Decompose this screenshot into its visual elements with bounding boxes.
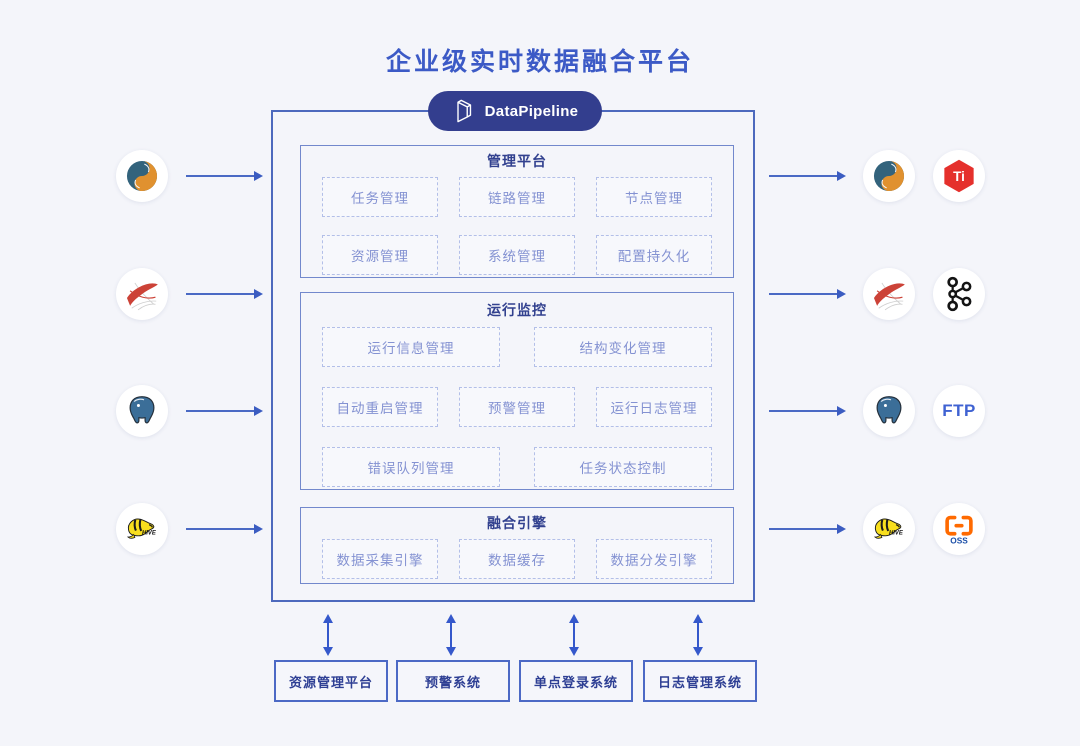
- module-box: 系统管理: [459, 235, 575, 275]
- section-title: 管理平台: [487, 153, 547, 169]
- target-postgresql: [863, 385, 915, 437]
- hive-label: HIVE: [889, 531, 904, 537]
- module-box: 结构变化管理: [534, 327, 712, 367]
- postgresql-icon: [876, 396, 902, 424]
- module-box: 预警管理: [459, 387, 575, 427]
- source-mysql: [116, 150, 168, 202]
- module-box: 运行日志管理: [596, 387, 712, 427]
- external-link-arrow: [445, 614, 456, 656]
- external-system-box: 单点登录系统: [519, 660, 633, 702]
- module-label: 任务状态控制: [579, 461, 667, 476]
- page-title: 企业级实时数据融合平台: [385, 48, 694, 76]
- target-arrow: [769, 405, 846, 416]
- target-hive: HIVE: [863, 503, 915, 555]
- external-link-arrow: [568, 614, 579, 656]
- postgresql-icon: [129, 396, 155, 424]
- external-system-box: 日志管理系统: [643, 660, 757, 702]
- source-arrow: [186, 523, 263, 534]
- target-mysql: [863, 150, 915, 202]
- external-link-arrow: [322, 614, 333, 656]
- module-box: 运行信息管理: [322, 327, 500, 367]
- target-kafka: [933, 268, 985, 320]
- section-management: 管理平台 任务管理 链路管理 节点管理 资源管理 系统管理 配置持久化: [300, 145, 734, 278]
- module-label: 资源管理: [351, 249, 409, 264]
- module-box: 错误队列管理: [322, 447, 500, 487]
- module-label: 节点管理: [625, 191, 683, 206]
- module-box: 任务状态控制: [534, 447, 712, 487]
- hive-label: HIVE: [142, 531, 157, 537]
- ftp-icon: FTP: [942, 401, 976, 420]
- target-tidb: Ti: [933, 150, 985, 202]
- module-box: 数据采集引擎: [322, 539, 438, 579]
- external-system-box: 预警系统: [396, 660, 510, 702]
- oss-icon: OSS: [945, 515, 973, 546]
- hive-icon: HIVE: [873, 517, 904, 540]
- module-label: 配置持久化: [617, 249, 691, 264]
- oss-label: OSS: [950, 536, 968, 546]
- external-system-label: 预警系统: [424, 674, 481, 690]
- hive-icon: HIVE: [126, 517, 157, 540]
- module-label: 数据分发引擎: [610, 553, 698, 568]
- tidb-icon: Ti: [944, 159, 974, 193]
- section-engine: 融合引擎 数据采集引擎 数据缓存 数据分发引擎: [300, 507, 734, 584]
- external-system-label: 资源管理平台: [288, 674, 373, 690]
- external-system-box: 资源管理平台: [274, 660, 388, 702]
- kafka-icon: [947, 276, 972, 312]
- section-title: 融合引擎: [487, 515, 547, 531]
- external-link-arrow: [692, 614, 703, 656]
- source-arrow: [186, 288, 263, 299]
- mysql-icon: [126, 160, 158, 192]
- datapipeline-logo-icon: [456, 99, 471, 123]
- brand-name: DataPipeline: [484, 102, 579, 120]
- module-label: 链路管理: [488, 191, 546, 206]
- target-arrow: [769, 288, 846, 299]
- module-label: 任务管理: [351, 191, 409, 206]
- module-box: 节点管理: [596, 177, 712, 217]
- section-title: 运行监控: [487, 302, 547, 318]
- target-sqlserver: [863, 268, 915, 320]
- module-box: 数据缓存: [459, 539, 575, 579]
- sqlserver-icon: [873, 282, 906, 311]
- target-arrow: [769, 170, 846, 181]
- module-label: 预警管理: [488, 401, 546, 416]
- module-box: 配置持久化: [596, 235, 712, 275]
- target-oss: OSS: [933, 503, 985, 555]
- source-sqlserver: [116, 268, 168, 320]
- module-label: 数据采集引擎: [336, 553, 424, 568]
- module-label: 数据缓存: [488, 553, 546, 568]
- module-label: 运行信息管理: [367, 341, 455, 356]
- module-box: 链路管理: [459, 177, 575, 217]
- module-label: 自动重启管理: [336, 401, 424, 416]
- module-label: 系统管理: [488, 249, 546, 264]
- source-hive: HIVE: [116, 503, 168, 555]
- module-box: 任务管理: [322, 177, 438, 217]
- module-label: 错误队列管理: [367, 461, 455, 476]
- source-arrow: [186, 170, 263, 181]
- brand-badge: DataPipeline: [428, 91, 602, 131]
- external-system-label: 单点登录系统: [533, 674, 618, 690]
- external-system-label: 日志管理系统: [657, 674, 742, 690]
- target-ftp: FTP: [933, 385, 985, 437]
- tidb-label: Ti: [953, 169, 965, 184]
- sqlserver-icon: [126, 282, 159, 311]
- module-label: 结构变化管理: [579, 341, 667, 356]
- target-arrow: [769, 523, 846, 534]
- module-label: 运行日志管理: [610, 401, 698, 416]
- module-box: 自动重启管理: [322, 387, 438, 427]
- module-box: 数据分发引擎: [596, 539, 712, 579]
- source-arrow: [186, 405, 263, 416]
- mysql-icon: [873, 160, 905, 192]
- source-postgresql: [116, 385, 168, 437]
- section-monitoring: 运行监控 运行信息管理 结构变化管理 自动重启管理 预警管理 运行日志管理 错误…: [300, 292, 734, 490]
- module-box: 资源管理: [322, 235, 438, 275]
